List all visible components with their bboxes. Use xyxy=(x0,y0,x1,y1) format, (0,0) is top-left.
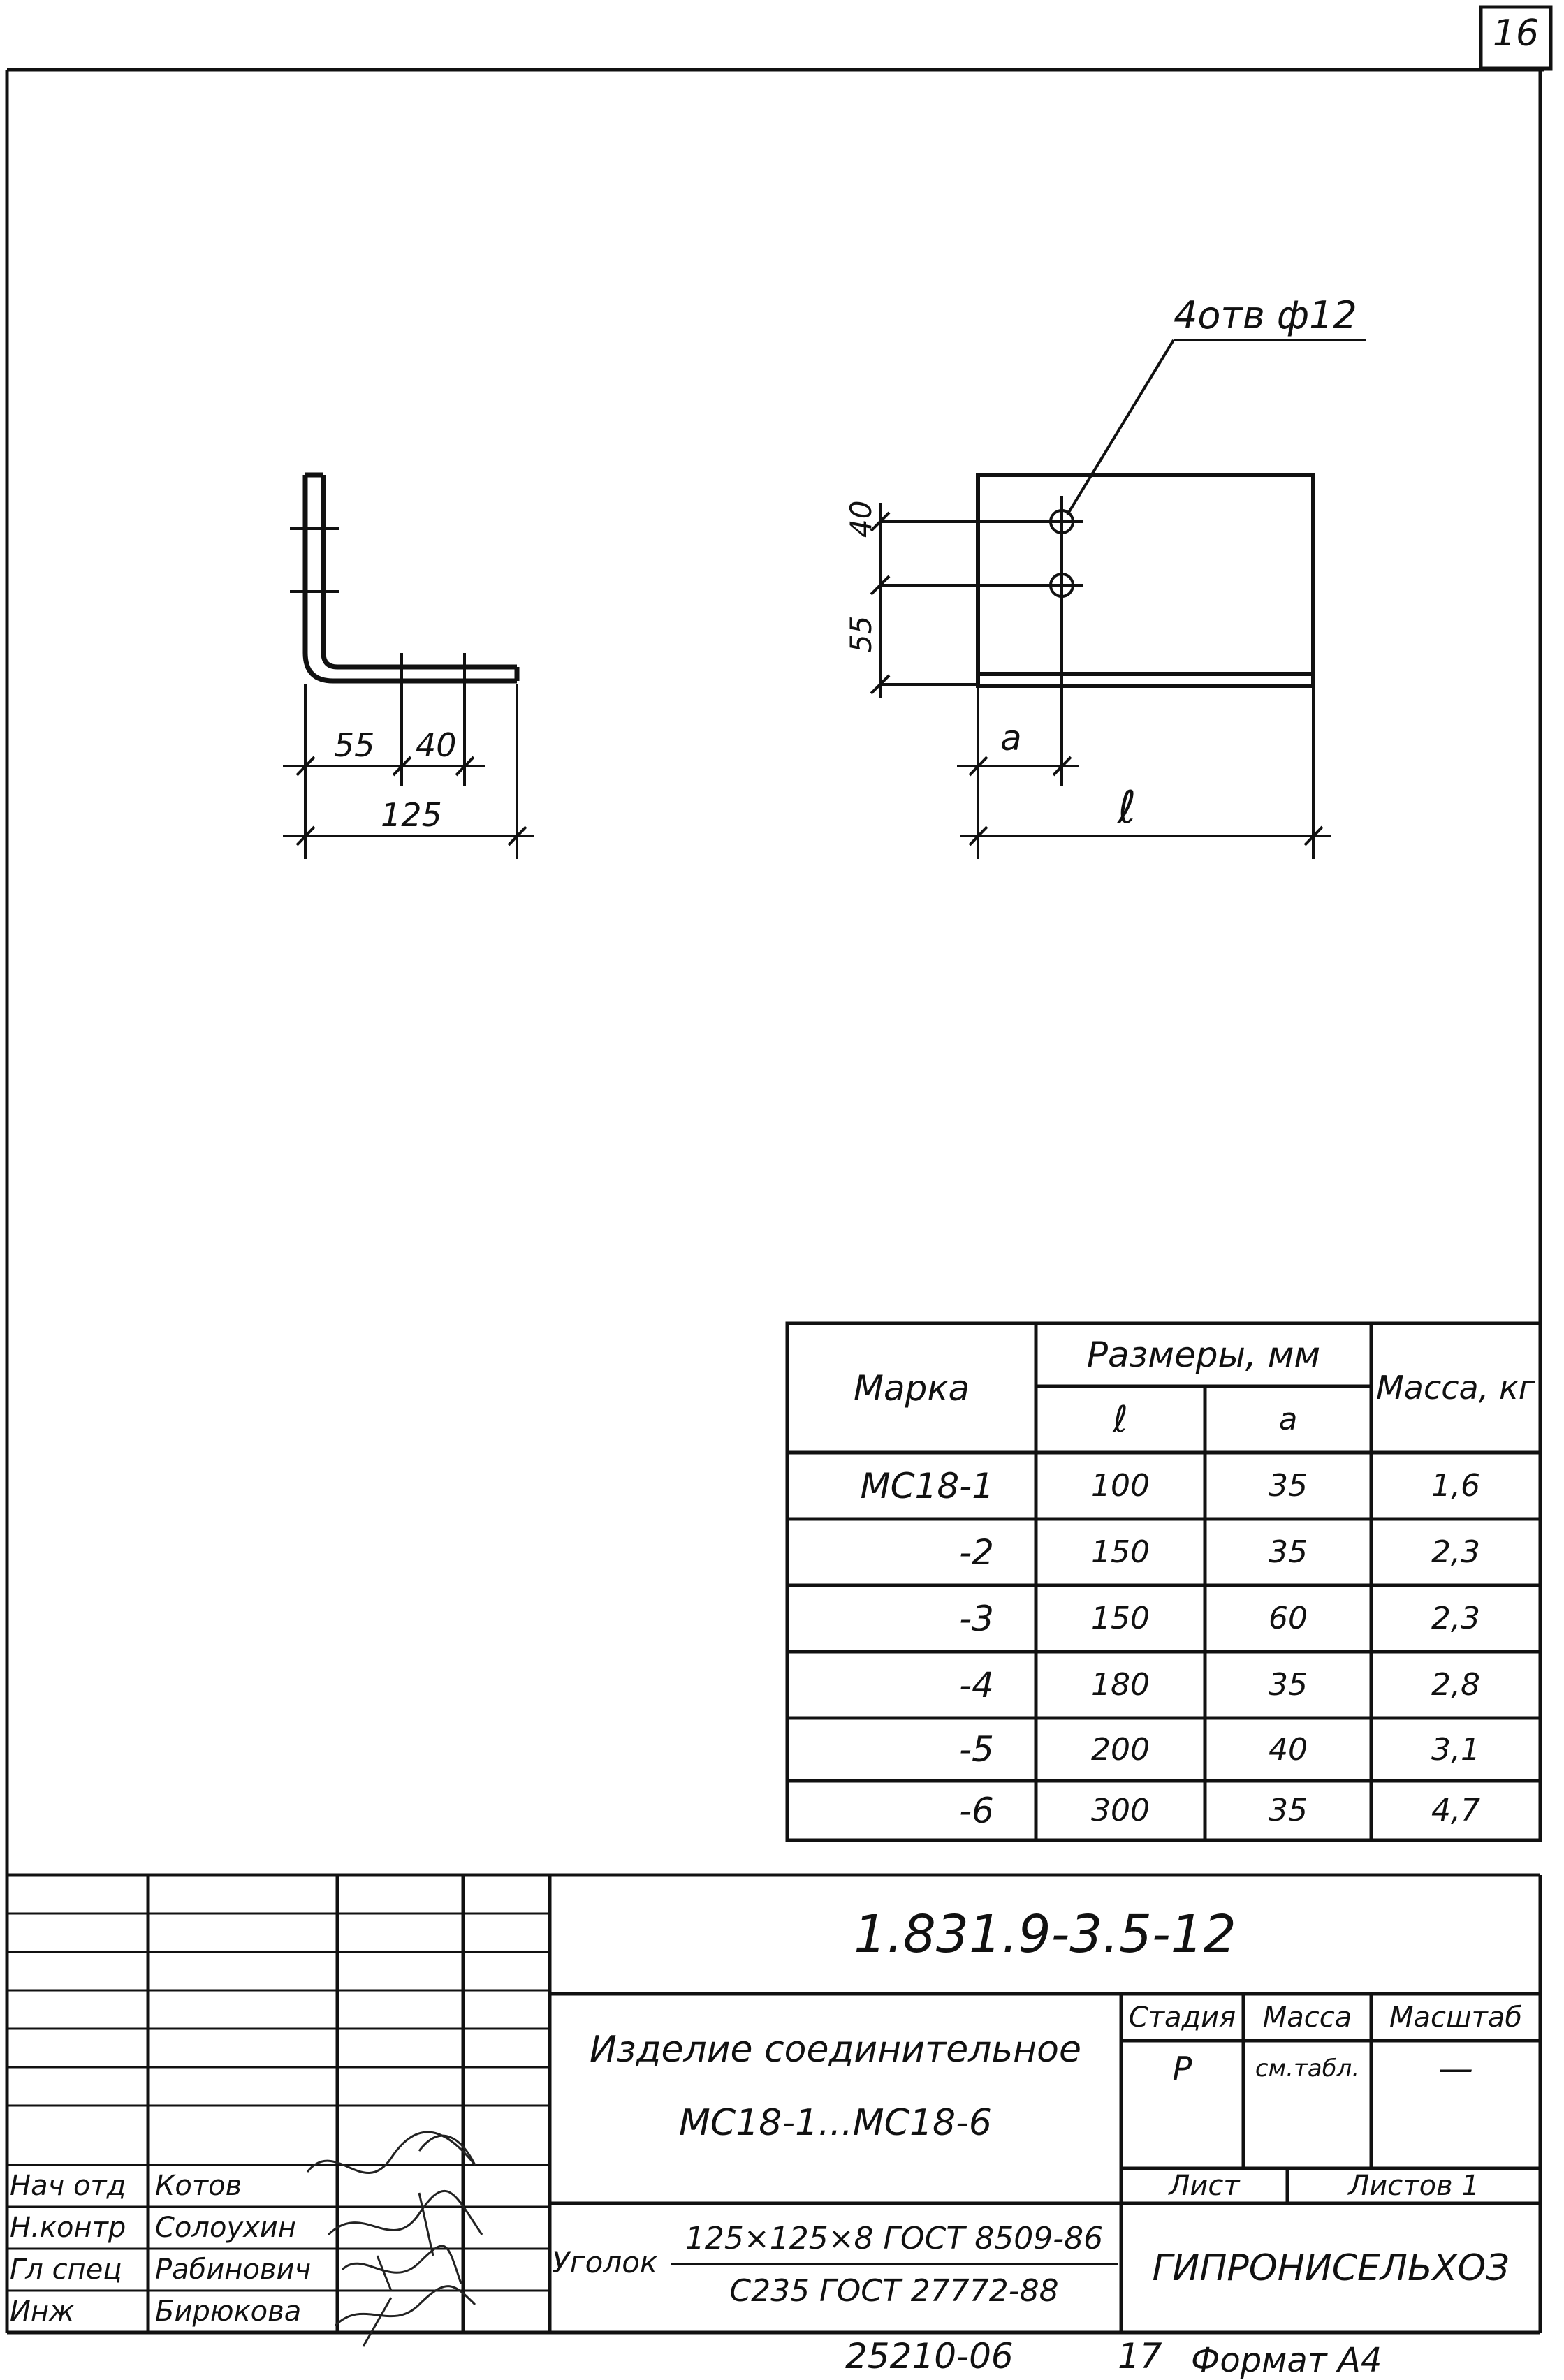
table-cell-mark: -4 xyxy=(959,1664,994,1705)
table-header-mass: Масса, кг xyxy=(1376,1368,1535,1406)
signer-role: Н.контр xyxy=(10,2212,126,2244)
table-cell-mark: -5 xyxy=(959,1729,994,1770)
page-number: 17 xyxy=(1118,2336,1162,2377)
dim-40-side: 40 xyxy=(416,726,457,764)
sheet-number: 16 xyxy=(1492,13,1540,54)
table-cell-mark: -2 xyxy=(959,1531,994,1573)
mass-value: см.табл. xyxy=(1255,2055,1360,2082)
table-cell-a: 40 xyxy=(1269,1731,1308,1768)
format-label: Формат А4 xyxy=(1191,2341,1382,2380)
table-cell-mass: 4,7 xyxy=(1431,1793,1480,1828)
title-block-grid xyxy=(7,1873,1542,2335)
table-cell-l: 100 xyxy=(1091,1468,1150,1504)
table-cell-a: 35 xyxy=(1269,1534,1308,1570)
inventory-number: 25210-06 xyxy=(845,2336,1014,2377)
signer-role: Нач отд xyxy=(10,2170,126,2202)
table-cell-l: 150 xyxy=(1091,1534,1150,1570)
table-cell-a: 35 xyxy=(1269,1793,1308,1828)
table-header-a: a xyxy=(1278,1402,1298,1437)
material-label: Уголок xyxy=(552,2245,658,2279)
stage-label: Стадия xyxy=(1128,2001,1236,2034)
spec-table-grid xyxy=(785,1321,1542,1842)
dim-a-front: a xyxy=(1000,718,1022,758)
organization: ГИПРОНИСЕЛЬХОЗ xyxy=(1152,2247,1510,2289)
scale-label: Масштаб xyxy=(1389,2001,1523,2034)
dim-40-front: 40 xyxy=(844,500,878,538)
table-cell-l: 180 xyxy=(1091,1667,1150,1703)
signer-name: Котов xyxy=(155,2170,242,2202)
signer-role: Инж xyxy=(10,2295,75,2328)
table-cell-mass: 3,1 xyxy=(1431,1731,1480,1768)
table-cell-mark: -3 xyxy=(959,1598,994,1639)
table-cell-l: 300 xyxy=(1091,1793,1150,1828)
item-title-1: Изделие соединительное xyxy=(590,2029,1081,2071)
item-title-2: МС18-1...МС18-6 xyxy=(679,2102,992,2144)
table-cell-mark: МС18-1 xyxy=(860,1465,994,1506)
table-header-sizes: Размеры, мм xyxy=(1086,1335,1321,1375)
sheet-label: Лист xyxy=(1169,2170,1240,2202)
sheets-count: Листов 1 xyxy=(1348,2170,1479,2202)
signer-name: Солоухин xyxy=(155,2212,296,2244)
signer-name: Бирюкова xyxy=(155,2295,302,2328)
table-cell-a: 60 xyxy=(1269,1601,1308,1636)
table-header-l: ℓ xyxy=(1113,1398,1128,1441)
table-cell-mark: -6 xyxy=(959,1790,994,1831)
table-cell-a: 35 xyxy=(1269,1667,1308,1703)
table-cell-a: 35 xyxy=(1269,1468,1308,1504)
scale-value: — xyxy=(1438,2048,1473,2089)
hole-callout: 4отв ф12 xyxy=(1174,293,1357,337)
signature-scribbles xyxy=(306,2131,483,2347)
table-cell-l: 150 xyxy=(1091,1601,1150,1636)
table-cell-mass: 2,3 xyxy=(1431,1601,1480,1636)
dim-55-front: 55 xyxy=(844,615,878,653)
doc-code: 1.831.9-3.5-12 xyxy=(854,1904,1236,1964)
side-view-angle xyxy=(302,472,520,684)
dim-55-side: 55 xyxy=(334,726,375,764)
table-header-mark: Марка xyxy=(853,1367,970,1409)
signer-role: Гл спец xyxy=(10,2254,122,2286)
material-line-1: 125×125×8 ГОСТ 8509-86 xyxy=(671,2214,1118,2265)
signer-name: Рабинович xyxy=(155,2254,312,2286)
table-cell-mass: 2,8 xyxy=(1431,1667,1480,1703)
dim-l-front: ℓ xyxy=(1118,782,1137,834)
table-cell-mass: 2,3 xyxy=(1431,1534,1480,1570)
table-cell-l: 200 xyxy=(1091,1731,1150,1768)
table-cell-mass: 1,6 xyxy=(1431,1468,1480,1504)
dim-125-side: 125 xyxy=(381,796,442,834)
mass-label: Масса xyxy=(1262,2001,1352,2034)
stage-value: Р xyxy=(1172,2050,1192,2087)
material-line-2: С235 ГОСТ 27772-88 xyxy=(729,2272,1059,2309)
